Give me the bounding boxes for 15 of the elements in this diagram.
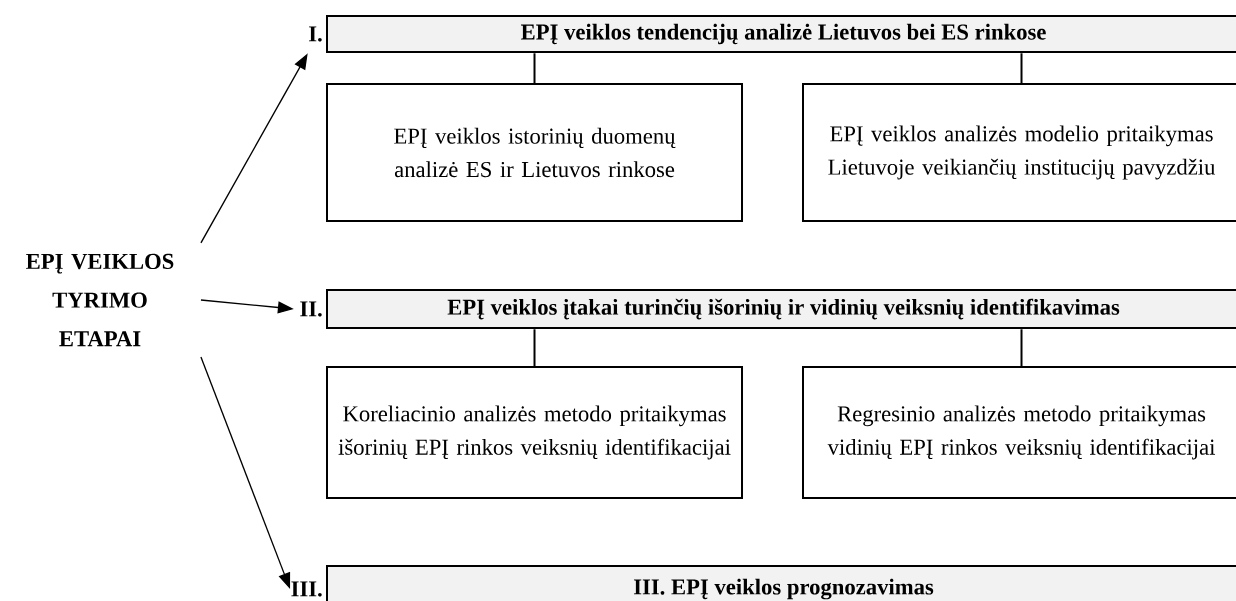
text-box: Regresinio analizės metodo pritaikymas vidinių EPĮ rinkos veiksnių identifikacijai — [802, 366, 1236, 499]
connector-line — [533, 52, 536, 84]
header-bar: III. EPĮ veiklos prognozavimas — [326, 565, 1236, 601]
connector-line — [1020, 52, 1023, 84]
connector-line — [533, 328, 536, 367]
stage-number: II. — [300, 301, 322, 317]
text-box: EPĮ veiklos istorinių duomenų analizė ES ir Lietuvos rinkose — [326, 83, 743, 222]
text-box: Koreliacinio analizės metodo pritaikymas išorinių EPĮ rinkos veiksnių identifikacijai — [326, 366, 743, 499]
heading-text: EPĮ VEIKLOS TYRIMO ETAPAI — [26, 253, 174, 347]
stage-number: III. — [291, 581, 322, 597]
header-bar: EPĮ veiklos tendencijų analizė Lietuvos bei ES rinkose — [326, 15, 1236, 53]
text-box: EPĮ veiklos analizės modelio pritaikymas Lietuvoje veikiančių institucijų pavyzdžiu — [802, 83, 1236, 222]
header-bar: EPĮ veiklos įtakai turinčių išorinių ir vidinių veiksnių identifikavimas — [326, 289, 1236, 329]
connector-line — [1020, 328, 1023, 367]
stage-number: I. — [309, 26, 322, 42]
